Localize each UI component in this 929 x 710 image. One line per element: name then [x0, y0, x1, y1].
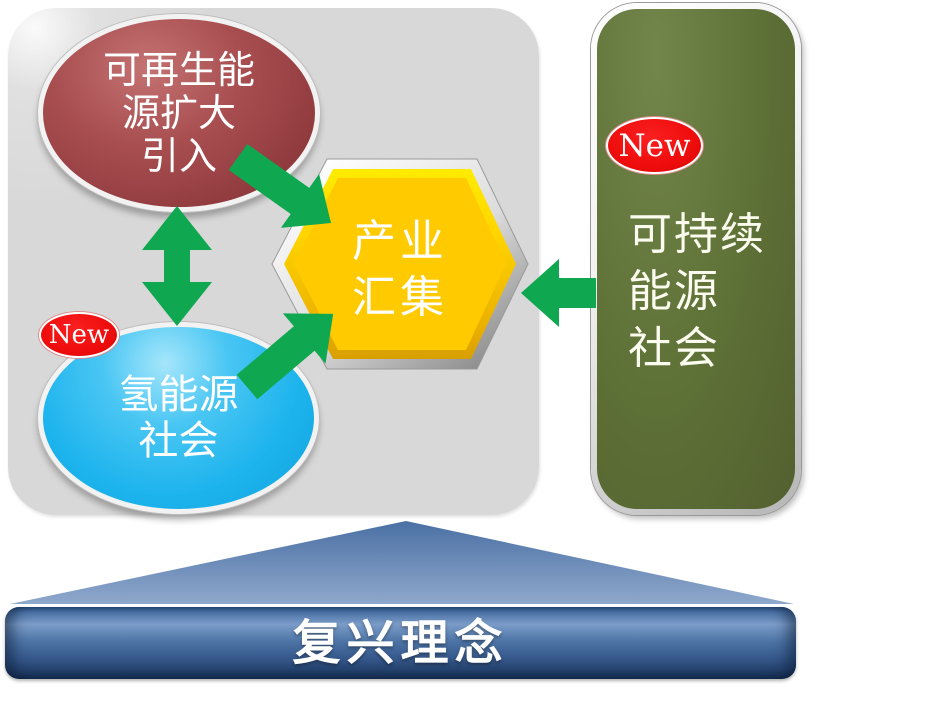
hydrogen-society-label-line2: 社会 [138, 418, 219, 464]
industry-hub-label-line1: 产业 [352, 216, 448, 267]
renewable-energy-ellipse: 可再生能 源扩大 引入 [38, 14, 320, 212]
renewable-energy-label-line1: 可再生能 [102, 47, 255, 92]
revival-concept-banner: 复兴理念 [5, 607, 796, 679]
sustainable-energy-box-fill [597, 9, 795, 509]
sustainable-energy-label-line1: 可持续 [628, 209, 766, 260]
industry-hub-label: 产业 汇集 [320, 214, 480, 326]
banner-roof-triangle [10, 521, 794, 604]
new-badge-hydrogen: New [39, 312, 119, 358]
renewable-energy-label-line3: 引入 [140, 133, 217, 178]
sustainable-energy-label: 可持续 能源 社会 [628, 206, 766, 377]
industry-hub-label-line2: 汇集 [352, 272, 448, 323]
hydrogen-society-label-line1: 氢能源 [118, 372, 239, 418]
revival-concept-label: 复兴理念 [292, 615, 509, 671]
sustainable-energy-box [591, 3, 801, 515]
sustainable-energy-label-line2: 能源 [628, 266, 720, 317]
new-badge-sustainable: New [606, 117, 703, 174]
sustainable-energy-label-line3: 社会 [628, 323, 720, 374]
new-badge-sustainable-label: New [618, 127, 691, 164]
renewable-energy-label-line2: 源扩大 [121, 90, 236, 135]
new-badge-hydrogen-label: New [48, 320, 110, 350]
